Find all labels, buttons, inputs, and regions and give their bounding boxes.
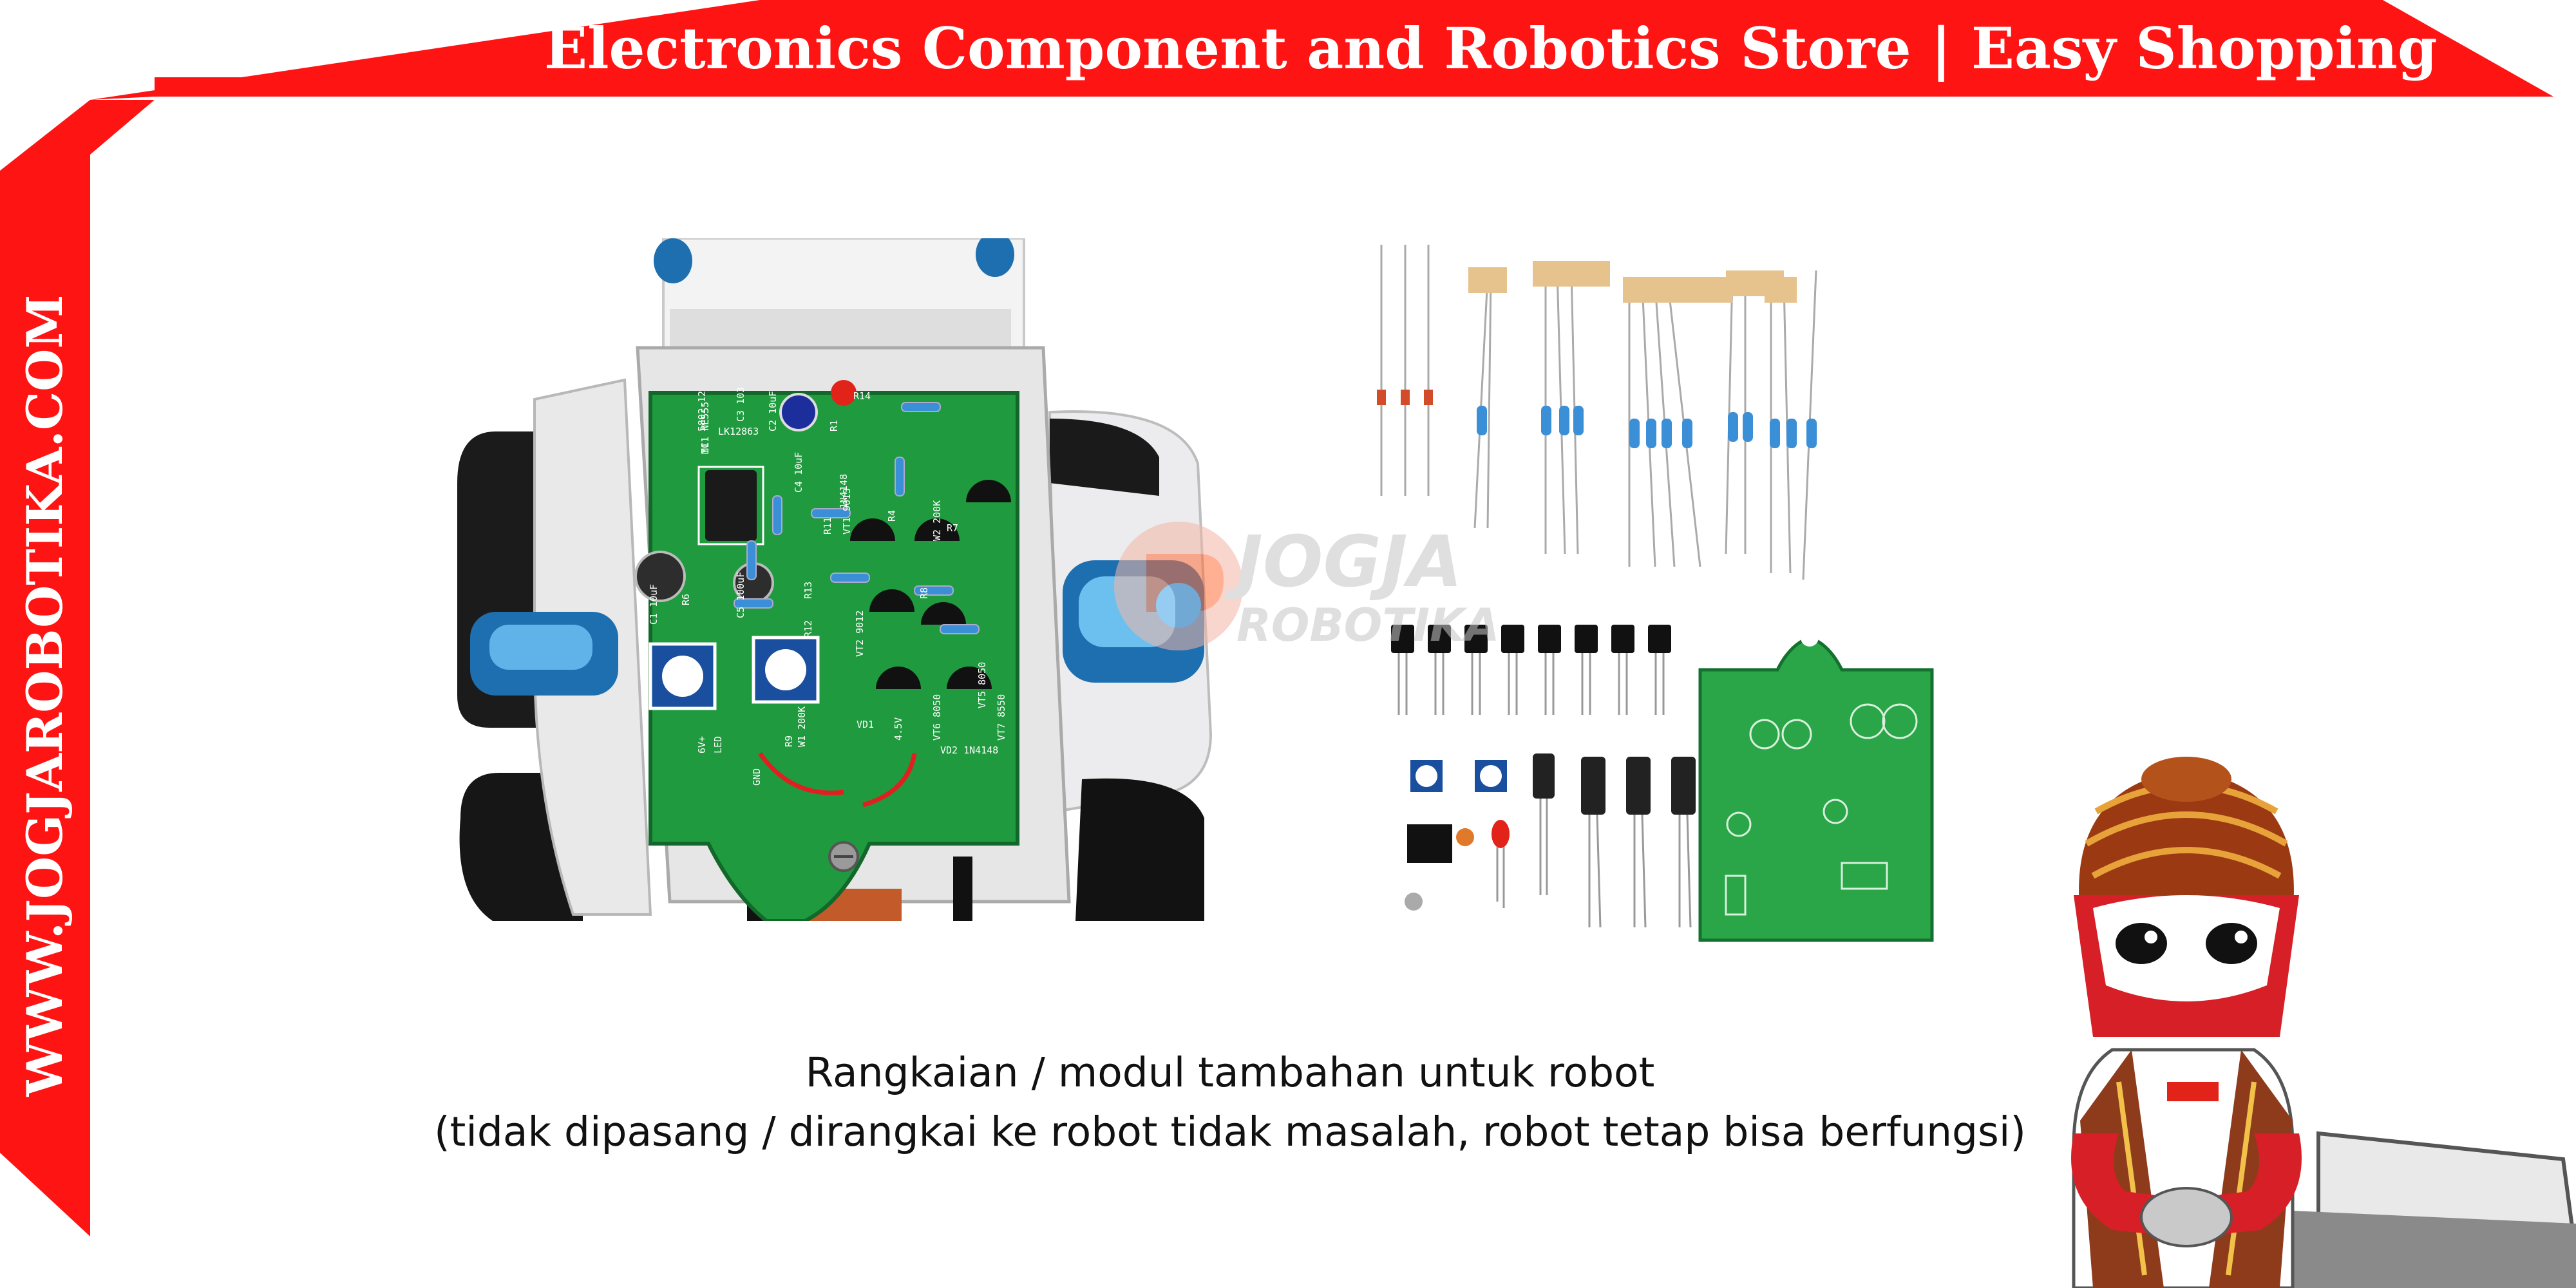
watermark-line2: ROBOTIKA <box>1236 599 1499 652</box>
pcb-label: C1 10uF <box>648 584 659 625</box>
pcb-label: R8 <box>918 587 930 599</box>
pcb-label: M1 <box>699 442 711 454</box>
pcb-label: C4 10uF <box>793 452 804 493</box>
watermark-line1: JOGJA <box>1224 520 1463 603</box>
pcb-label: R6 <box>680 594 692 605</box>
pcb-label: W2 200K <box>931 500 943 541</box>
caption-line-1: Rangkaian / modul tambahan untuk robot <box>805 1049 1655 1096</box>
side-banner <box>0 100 155 1236</box>
side-banner-top-joint <box>90 0 792 100</box>
pcb-label: LED <box>712 736 724 753</box>
transistor-group <box>1391 625 1671 715</box>
pcb-label: VT6 8050 <box>931 694 943 741</box>
caption-line-2: (tidak dipasang / dirangkai ke robot tid… <box>434 1108 2026 1155</box>
pcb-label: R12 <box>802 620 814 638</box>
pcb-label: R1 <box>828 420 840 431</box>
pcb-label: VT5 8050 <box>976 662 988 708</box>
pcb-label: VT1 9013 <box>841 488 853 535</box>
pcb-label: R13 <box>802 582 814 599</box>
pcb-label: VT2 9012 <box>854 611 866 657</box>
pcb-label: W1 200K <box>796 706 808 747</box>
assembled-board-photo: IC1 NE555 LK12863 5802-12 C3 103 C2 10uF C1 1… <box>451 238 1224 921</box>
pcb-label: GND <box>751 768 762 786</box>
pcb-label: R9 <box>783 735 795 747</box>
kit-components-photo <box>1352 245 1945 953</box>
product-caption: Rangkaian / modul tambahan untuk robot (… <box>361 1043 2099 1172</box>
pcb-label: LK12863 <box>718 426 759 437</box>
pcb-label: C5 100uF <box>735 572 746 618</box>
pcb-label: R7 <box>947 522 958 534</box>
mascot-robot-icon <box>2071 757 2576 1288</box>
capacitor-group <box>1533 753 1734 928</box>
pcb-label: IC1 NE555 <box>699 402 711 454</box>
jogjarobotika-logo-icon: JOGJA ROBOTIKA <box>1114 520 1499 652</box>
pcb-label: 4.5V <box>893 717 904 741</box>
pcb-label: VD1 <box>857 719 874 730</box>
store-url[interactable]: WWW.JOGJAROBOTIKA.COM <box>16 294 73 1097</box>
pcb-label: 5802-12 <box>696 391 708 431</box>
pcb-label: VD2 1N4148 <box>940 744 998 756</box>
pcb-label: 1N4148 <box>838 474 849 509</box>
store-tagline: Electronics Component and Robotics Store… <box>544 15 2438 82</box>
pcb-label: VT7 8550 <box>996 694 1007 741</box>
pcb-label: R11 <box>822 517 833 535</box>
pcb-label: C2 10uF <box>767 391 779 431</box>
pcb-label: R14 <box>853 390 871 402</box>
pcb-label: R4 <box>886 510 898 522</box>
bare-pcb <box>1698 636 1934 942</box>
top-banner <box>155 0 2553 97</box>
diode-group <box>1377 245 1433 496</box>
pcb-label: 6V+ <box>696 736 708 753</box>
pcb-label: C3 103 <box>735 387 746 422</box>
